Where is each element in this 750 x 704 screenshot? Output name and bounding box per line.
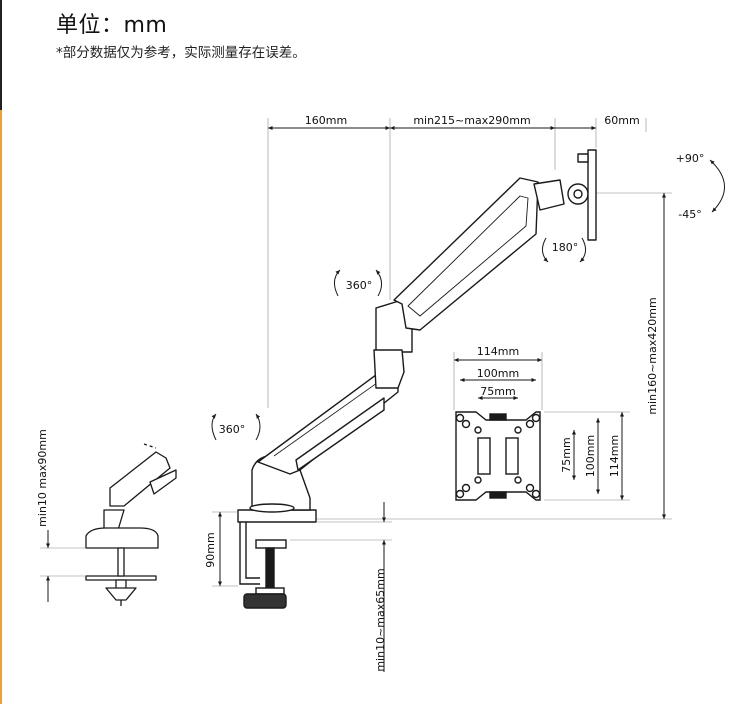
tilt-down-45: -45°: [678, 208, 701, 221]
rotate-head-180: 180°: [552, 241, 579, 254]
tilt-up-90: +90°: [676, 152, 705, 165]
dim-desk-thickness: min10~max65mm: [374, 568, 387, 671]
vesa-114-height: 114mm: [608, 435, 621, 477]
left-accent-bar: [0, 0, 2, 704]
left-accent-gold: [0, 110, 2, 704]
vesa-dimensions: [453, 352, 630, 501]
vesa-75-width: 75mm: [480, 385, 515, 398]
clamp-dimensions: [212, 502, 392, 672]
dim-215-290: min215~max290mm: [413, 114, 530, 127]
rotate-base-360: 360°: [219, 423, 246, 436]
vesa-100-height: 100mm: [584, 435, 597, 477]
dim-vertical-range: min160~max420mm: [646, 297, 659, 414]
vertical-range-dimension: [310, 192, 672, 520]
desk-clamp: [239, 522, 287, 609]
dim-clamp-90: 90mm: [204, 532, 217, 567]
monitor-arm: [237, 149, 597, 523]
rotate-arm-360: 360°: [346, 279, 373, 292]
dim-60: 60mm: [604, 114, 639, 127]
top-dimensions: [267, 118, 647, 408]
unit-title: 单位：mm: [56, 13, 168, 38]
dim-grommet-range: min10 max90mm: [36, 429, 49, 527]
rotation-arrows: [211, 159, 725, 441]
dim-160: 160mm: [305, 114, 347, 127]
measurement-note: *部分数据仅为参考，实际测量存在误差。: [56, 45, 306, 61]
vesa-100-width: 100mm: [477, 367, 519, 380]
vesa-plate: [455, 411, 541, 501]
left-accent-dark: [0, 0, 2, 110]
grommet-dimension: [40, 530, 86, 602]
vesa-75-height: 75mm: [560, 437, 573, 472]
vesa-114-width: 114mm: [477, 345, 519, 358]
grommet-mount: [85, 443, 177, 606]
